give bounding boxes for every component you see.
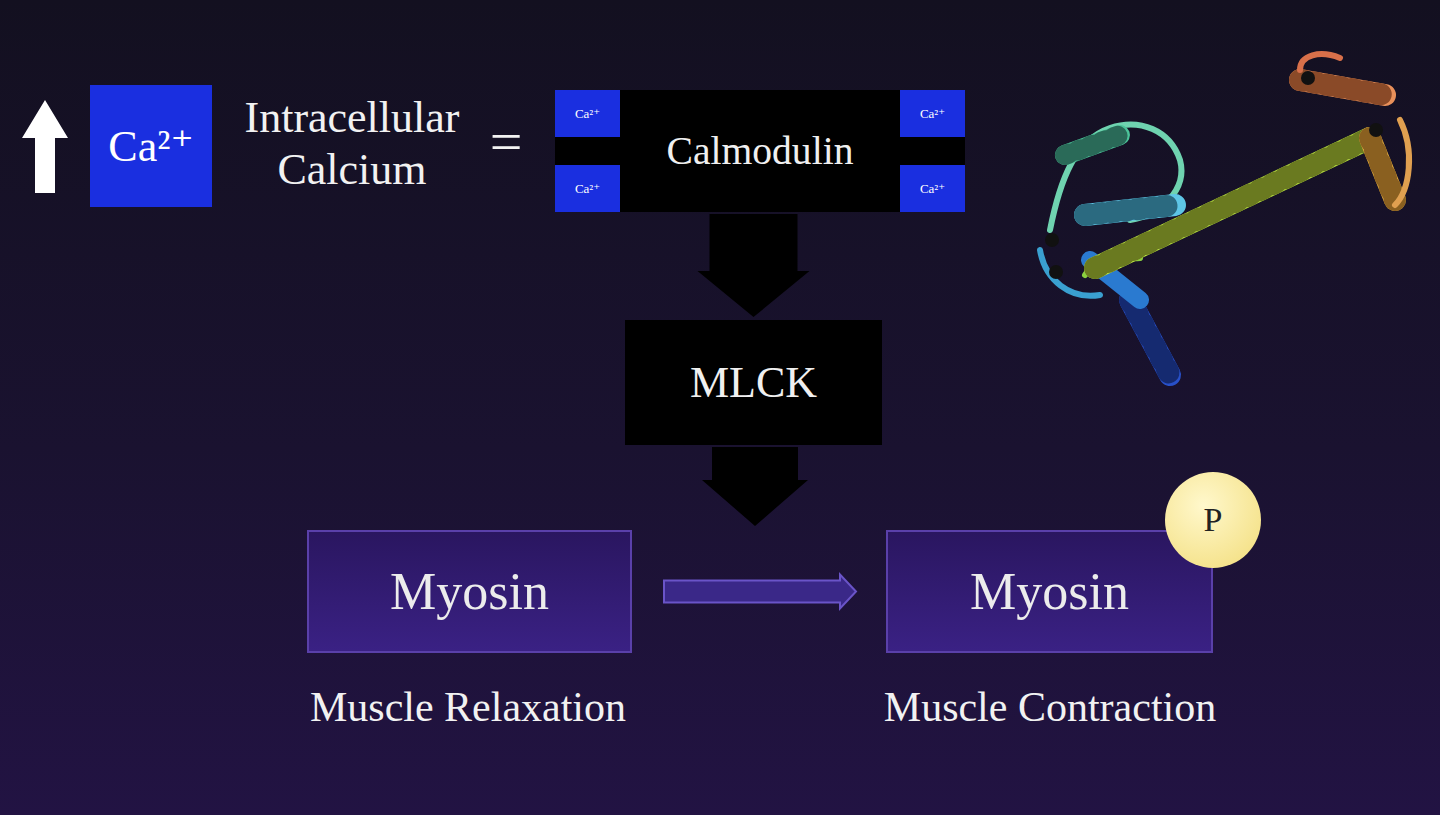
- node-text: P: [1204, 501, 1223, 539]
- node-text: MLCK: [690, 357, 817, 408]
- node-text: Ca²⁺: [108, 120, 193, 172]
- equals-sign: =: [481, 112, 531, 172]
- ion-box: Ca²⁺: [555, 90, 620, 137]
- enzyme-box: MLCK: [625, 320, 882, 445]
- node-text: Ca²⁺: [920, 106, 945, 122]
- node-text: Myosin: [970, 562, 1129, 621]
- node-text: Calmodulin: [622, 128, 898, 174]
- node-text: Ca²⁺: [920, 181, 945, 197]
- reaction-arrow: [664, 575, 856, 609]
- node-text: Myosin: [390, 562, 549, 621]
- caption-text: Muscle Contraction: [880, 680, 1220, 734]
- protein-box: Myosin: [886, 530, 1213, 653]
- protein-box: Myosin: [307, 530, 632, 653]
- caption-text: Muscle Relaxation: [308, 680, 628, 734]
- ion-box: Ca²⁺: [555, 165, 620, 212]
- node-text: Ca²⁺: [575, 106, 600, 122]
- block-arrow: [702, 447, 808, 526]
- node-text: Ca²⁺: [575, 181, 600, 197]
- ion-box: Ca²⁺: [900, 165, 965, 212]
- increase-arrow: [22, 100, 68, 193]
- phosphate-circle: P: [1165, 472, 1261, 568]
- protein-box: CalmodulinCa²⁺Ca²⁺Ca²⁺Ca²⁺: [555, 90, 965, 212]
- block-arrow: [698, 214, 810, 317]
- label-text: Intracellular Calcium: [207, 92, 497, 196]
- protein-ribbon: [1040, 54, 1409, 375]
- ion-box: Ca²⁺: [90, 85, 212, 207]
- ion-box: Ca²⁺: [900, 90, 965, 137]
